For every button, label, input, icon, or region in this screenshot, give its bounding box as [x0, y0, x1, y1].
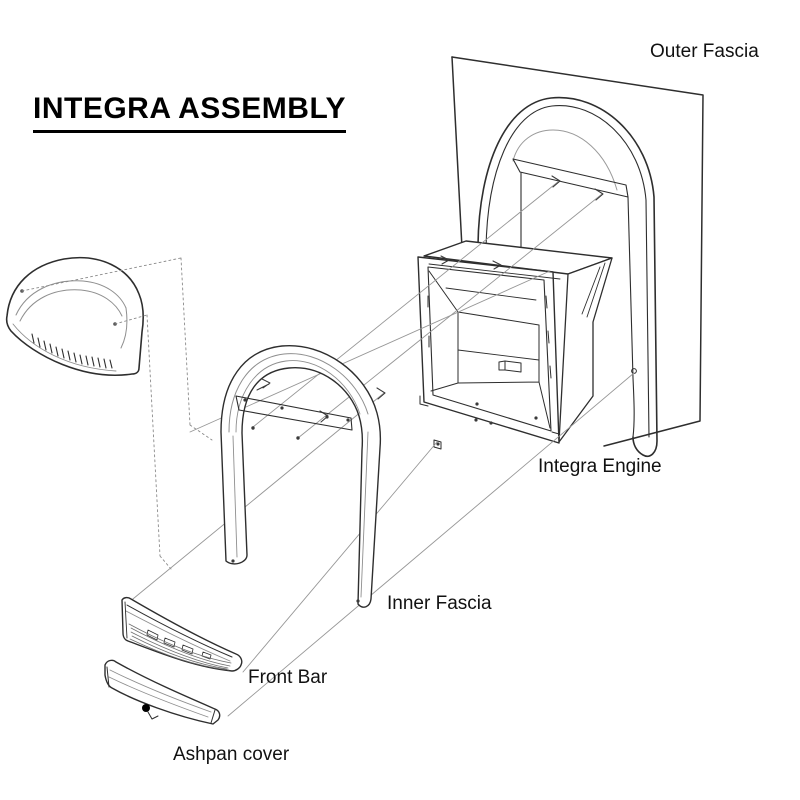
- outer-fascia-drawing: [452, 57, 703, 456]
- canopy-drawing: [7, 258, 144, 376]
- label-inner-fascia: Inner Fascia: [387, 593, 492, 614]
- inner-fascia-drawing: [221, 346, 380, 608]
- ashpan-cover-drawing: [105, 660, 220, 724]
- phantom-dashed-outline: [22, 258, 212, 569]
- diagram-title: INTEGRA ASSEMBLY: [33, 92, 347, 133]
- front-bar-drawing: [122, 598, 242, 671]
- label-ashpan-cover: Ashpan cover: [173, 744, 290, 765]
- label-outer-fascia: Outer Fascia: [650, 41, 759, 62]
- integra-engine-drawing: [418, 241, 612, 449]
- label-integra-engine: Integra Engine: [538, 456, 662, 477]
- label-front-bar: Front Bar: [248, 667, 328, 688]
